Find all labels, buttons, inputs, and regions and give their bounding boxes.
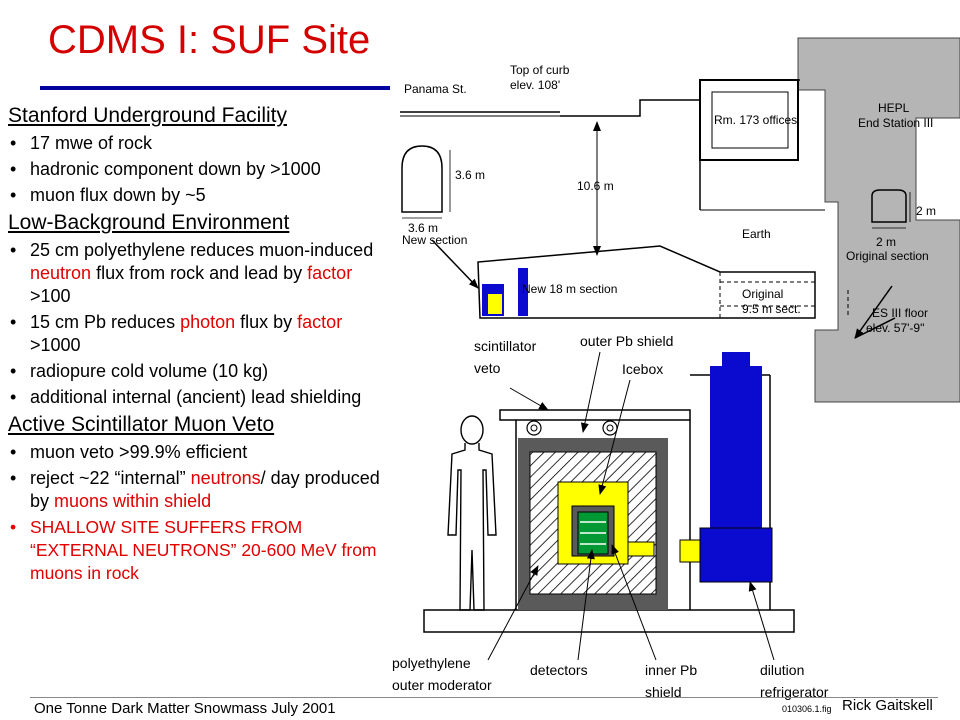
shield-apparatus: scintillator veto outer Pb shield Icebox… [392,333,829,700]
bullet-item: • muon veto >99.9% efficient [8,441,392,464]
label-height-2: 2 m [876,235,896,249]
bullet-text: neutron [30,263,92,283]
section-heading: Active Scintillator Muon Veto [8,413,275,436]
label-height-36: 3.6 m [455,168,485,182]
bullet-text: factor [297,312,343,332]
bullet-text: neutrons [190,468,261,488]
original-section-arch [871,189,907,223]
footer-rule [30,697,938,698]
bullet-dot-icon: • [10,442,17,462]
new-section-arch [401,145,443,213]
label-depth: 10.6 m [577,179,614,193]
bullet-text: muon flux down by ~5 [30,185,206,205]
bullet-dot-icon: • [10,240,17,260]
label-es3-1: ES III floor [872,306,928,320]
label-original-95-1: Original [742,287,783,301]
dilution-refrigerator [710,366,762,528]
label-new-18m: New 18 m section [522,282,617,296]
bullet-text: hadronic component down by >1000 [30,159,321,179]
bullet-item: •15 cm Pb reduces photon flux by factor … [8,311,392,357]
building-wall [797,37,960,403]
label-es3-2: elev. 57'-9" [866,321,924,335]
bullet-item: • SHALLOW SITE SUFFERS FROM “EXTERNAL NEU… [8,516,392,585]
label-inner-pb-1: inner Pb [645,662,697,678]
footer-left: One Tonne Dark Matter Snowmass July 2001 [34,700,336,717]
label-original-95-2: 9.5 m sect. [742,302,801,316]
bullet-text: >1000 [30,335,81,355]
label-rm173: Rm. 173 offices [714,113,797,127]
footer-author: Rick Gaitskell [842,697,933,714]
label-inner-pb-2: shield [645,684,682,700]
bullet-item: • radiopure cold volume (10 kg) [8,360,392,383]
bullet-text: flux from rock and lead by [91,263,308,283]
label-width-2: 2 m [916,204,936,218]
bullet-text: / day produced by [30,468,380,511]
bullet-dot-icon: • [10,387,17,407]
label-curb-1: Top of curb [510,63,570,77]
platform [423,609,795,633]
bullet-text: photon [180,312,236,332]
bullet-column: Stanford Underground Facility • 17 mwe of … [8,100,392,588]
bullet-item: • reject ~22 “internal” neutrons/ day pro… [8,467,392,513]
footer-code: 010306.1.fig [782,704,832,714]
title-underline [40,86,390,90]
label-poly-1: polyethylene [392,655,471,671]
tunnel-fridge-icon [518,268,528,316]
label-hepl-1: HEPL [878,101,910,115]
label-width-36: 3.6 m [408,221,438,235]
label-icebox: Icebox [622,361,663,377]
label-detectors: detectors [530,662,588,678]
bullet-text: radiopure cold volume (10 kg) [30,361,269,381]
cold-finger [627,541,655,557]
bullet-text: SHALLOW SITE SUFFERS FROM “EXTERNAL NEUT… [30,517,377,583]
bullet-list: • 17 mwe of rock • hadronic component down … [8,132,392,207]
bullet-dot-icon: • [10,312,17,332]
bullet-item: • muon flux down by ~5 [8,184,392,207]
bullet-dot-icon: • [10,159,17,179]
bullet-text: 25 cm polyethylene reduces muon-induced [30,240,374,260]
bullet-text: flux by [235,312,298,332]
bullet-dot-icon: • [10,468,17,488]
bullet-list: • 25 cm polyethylene reduces muon-induced… [8,239,392,409]
bullet-item: • hadronic component down by >1000 [8,158,392,181]
bullet-text: reject ~22 “internal” [30,468,191,488]
label-dilution-1: dilution [760,662,804,678]
site-map: Panama St. Top of curb elev. 108' Rm. 17… [400,37,960,403]
bullet-text: 15 cm Pb reduces [30,312,181,332]
bullet-item: • 17 mwe of rock [8,132,392,155]
label-original-section: Original section [846,249,929,263]
human-figure [447,415,497,611]
bullet-text: muon veto >99.9% efficient [30,442,248,462]
label-scintillator-2: veto [474,360,501,376]
bullet-text: additional internal (ancient) lead shiel… [30,387,362,407]
label-poly-2: outer moderator [392,677,492,693]
scintillator-veto-plank [499,409,691,421]
section-heading: Stanford Underground Facility [8,104,287,127]
room-173-box [699,79,799,161]
fridge-top [722,352,750,368]
bullet-dot-icon: • [10,133,17,153]
bullet-item: • 25 cm polyethylene reduces muon-induced… [8,239,392,308]
label-panama: Panama St. [404,82,467,96]
bullet-text: muons within shield [54,491,212,511]
bullet-text: 17 mwe of rock [30,133,153,153]
label-scintillator-1: scintillator [474,338,537,354]
label-dilution-2: refrigerator [760,684,829,700]
label-curb-2: elev. 108' [510,78,560,92]
section-heading: Low-Background Environment [8,211,290,234]
bullet-dot-icon: • [10,361,17,381]
bullet-dot-icon: • [10,185,17,205]
bullet-dot-icon: • [10,517,17,537]
label-earth: Earth [742,227,771,241]
label-outer-pb: outer Pb shield [580,333,673,349]
label-hepl-2: End Station III [858,116,933,130]
bullet-text: factor [307,263,353,283]
bullet-item: • additional internal (ancient) lead shie… [8,386,392,409]
bullet-list: • muon veto >99.9% efficient • reject ~22 “… [8,441,392,585]
label-new-section: New section [402,233,467,247]
tunnel-outline [477,245,816,319]
bullet-text: >100 [30,286,71,306]
slide-title: CDMS I: SUF Site [48,18,371,62]
